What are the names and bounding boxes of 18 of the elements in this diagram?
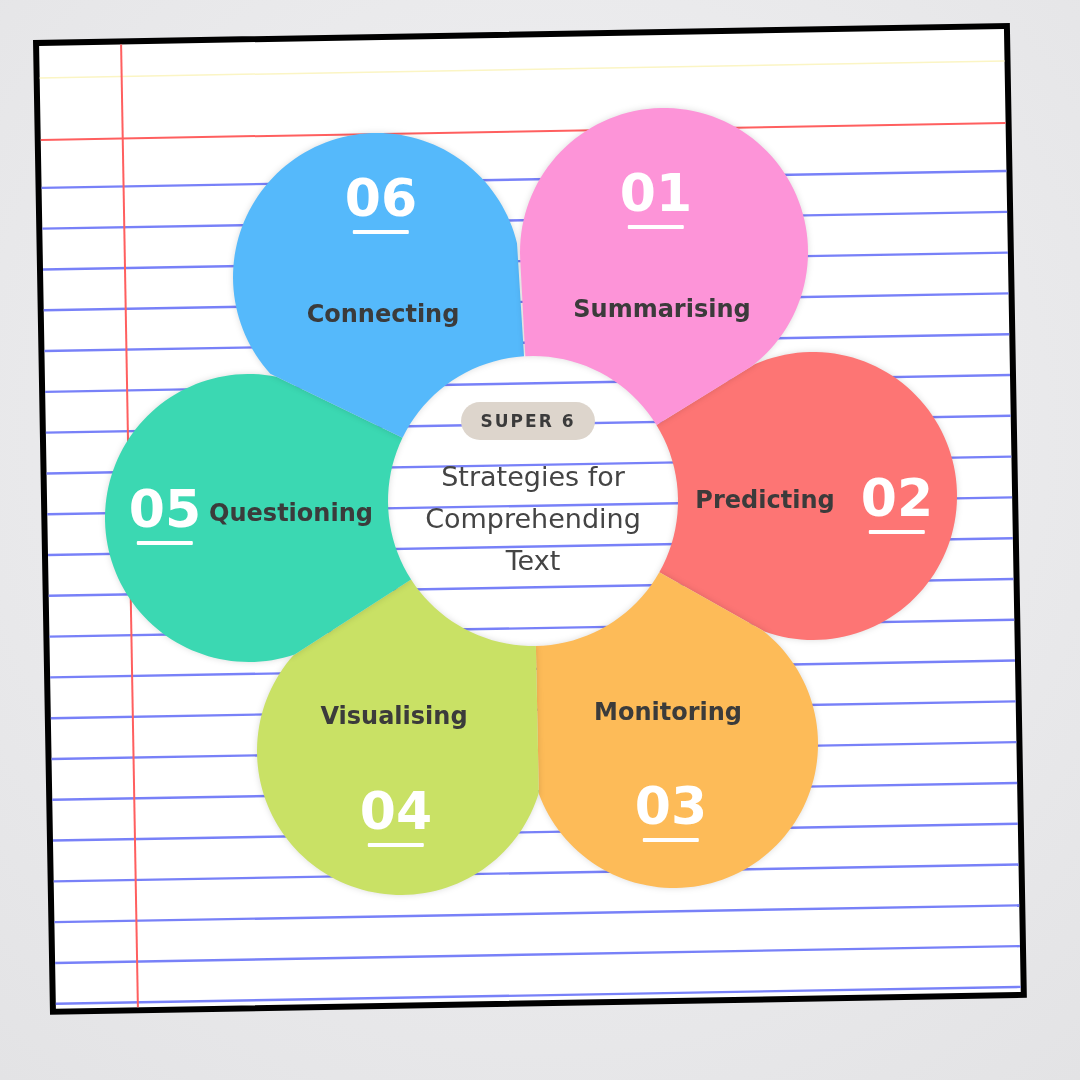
petal bbox=[105, 374, 412, 662]
strategy-label: Connecting bbox=[306, 299, 460, 329]
strategy-label: Monitoring bbox=[594, 697, 742, 727]
step-number: 04 bbox=[359, 785, 433, 847]
step-number: 01 bbox=[619, 167, 693, 229]
center-title: Strategies for Comprehending Text bbox=[424, 460, 642, 578]
petal bbox=[535, 572, 818, 888]
step-number: 02 bbox=[860, 472, 934, 534]
strategy-label: Questioning bbox=[209, 498, 373, 528]
petal bbox=[257, 579, 539, 895]
step-number: 05 bbox=[128, 483, 202, 545]
title-tag: SUPER 6 bbox=[461, 402, 595, 440]
strategy-label: Visualising bbox=[320, 701, 468, 731]
strategy-label: Predicting bbox=[695, 485, 835, 515]
petal bbox=[656, 352, 957, 640]
step-number: 03 bbox=[634, 780, 708, 842]
strategy-label: Summarising bbox=[573, 294, 751, 324]
step-number: 06 bbox=[344, 172, 418, 234]
